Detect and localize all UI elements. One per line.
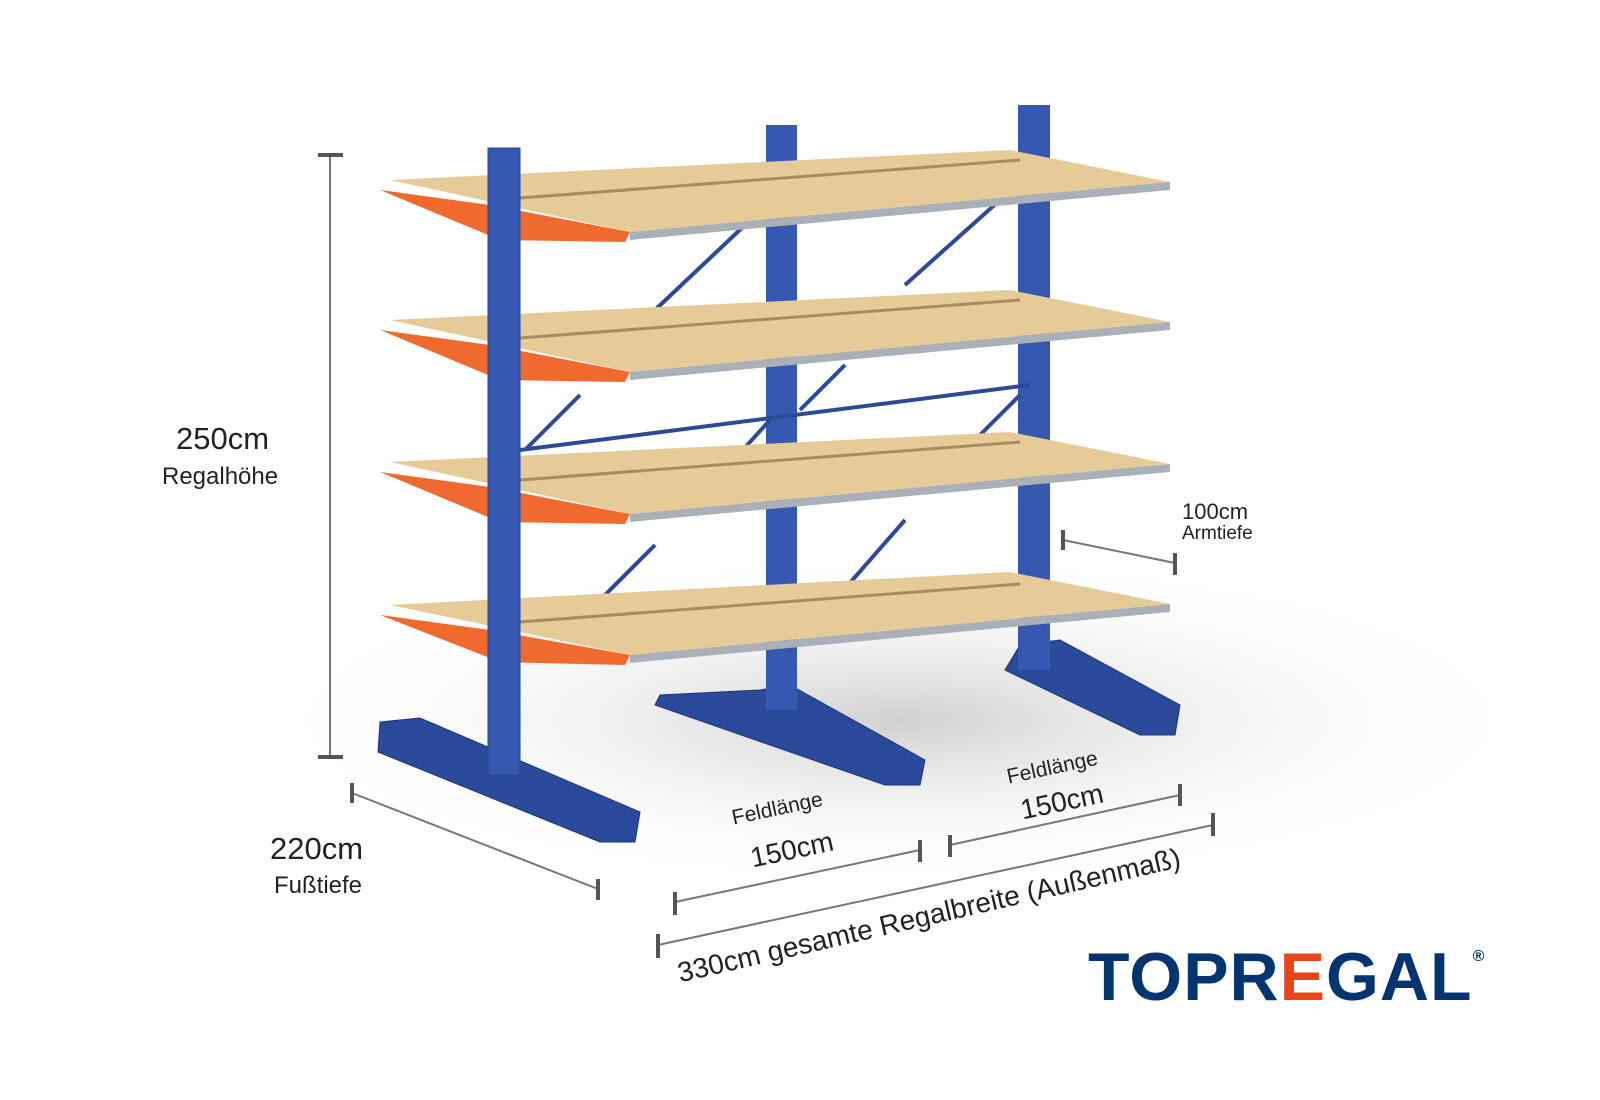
dimension-lines: [318, 153, 1215, 958]
height-label: Regalhöhe: [162, 463, 279, 490]
arm-depth-value: 100cm: [1182, 499, 1249, 524]
arm-depth-label: Armtiefe: [1182, 523, 1253, 544]
foot-depth-label: Fußtiefe: [274, 872, 363, 899]
column-front: [487, 147, 521, 776]
height-value: 250cm: [176, 421, 270, 456]
shelf-level-4: [380, 572, 1170, 665]
foot-depth-value: 220cm: [270, 831, 364, 866]
topregal-logo: TOPREGAL®: [1088, 939, 1486, 1015]
